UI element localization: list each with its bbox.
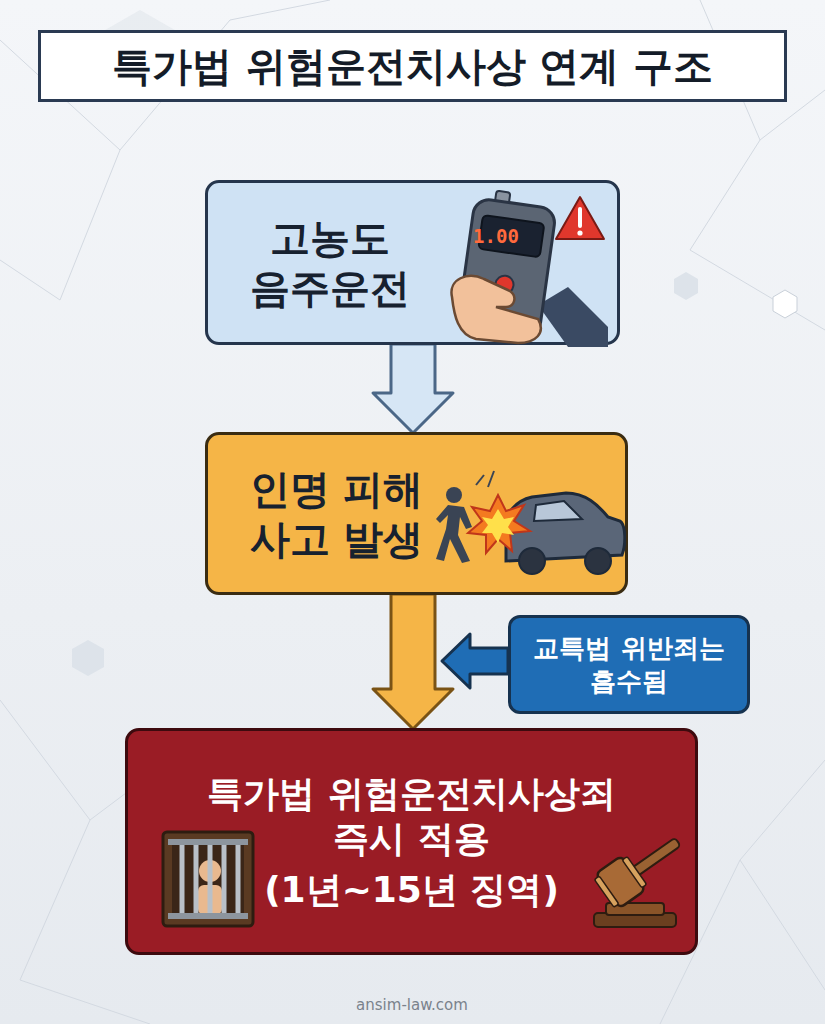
impact-burst [468, 495, 530, 553]
result-box: 특가법 위험운전치사상죄 즉시 적용 (1년~15년 징역) [125, 728, 698, 955]
node-subtext: (1년~15년 징역) [179, 867, 644, 912]
callout-arrow [442, 634, 508, 688]
title-box: 특가법 위험운전치사상 연계 구조 [38, 30, 787, 102]
breathalyzer-icon [418, 187, 608, 347]
node-text: 인명 피해 사고 발생 [228, 464, 445, 564]
node-text: 특가법 위험운전치사상죄 즉시 적용 [179, 771, 644, 861]
page-title: 특가법 위험운전치사상 연계 구조 [112, 39, 714, 94]
gavel-icon [580, 833, 690, 933]
bars [182, 839, 238, 919]
flow-arrow [373, 594, 453, 729]
gavel-head [595, 856, 645, 909]
watermark: ansim-law.com [356, 996, 468, 1014]
accident-icon [436, 465, 626, 575]
flow-arrow [373, 344, 453, 433]
node-text: 고농도 음주운전 [233, 213, 427, 313]
hex-outline [773, 290, 797, 318]
screen-reading: 1.00 [473, 225, 519, 247]
process-box: 인명 피해 사고 발생 [205, 432, 628, 595]
sleeve [538, 287, 608, 347]
callout-box: 교특법 위반죄는 흡수됨 [508, 615, 750, 714]
process-box: 고농도 음주운전 [205, 180, 620, 345]
hex-shapes [72, 10, 698, 676]
motion-lines [476, 471, 494, 487]
node-text: 교특법 위반죄는 흡수됨 [522, 632, 736, 697]
jail-icon [160, 829, 256, 929]
pedestrian [436, 487, 472, 563]
hand [451, 276, 540, 343]
warning-sign [556, 197, 604, 239]
